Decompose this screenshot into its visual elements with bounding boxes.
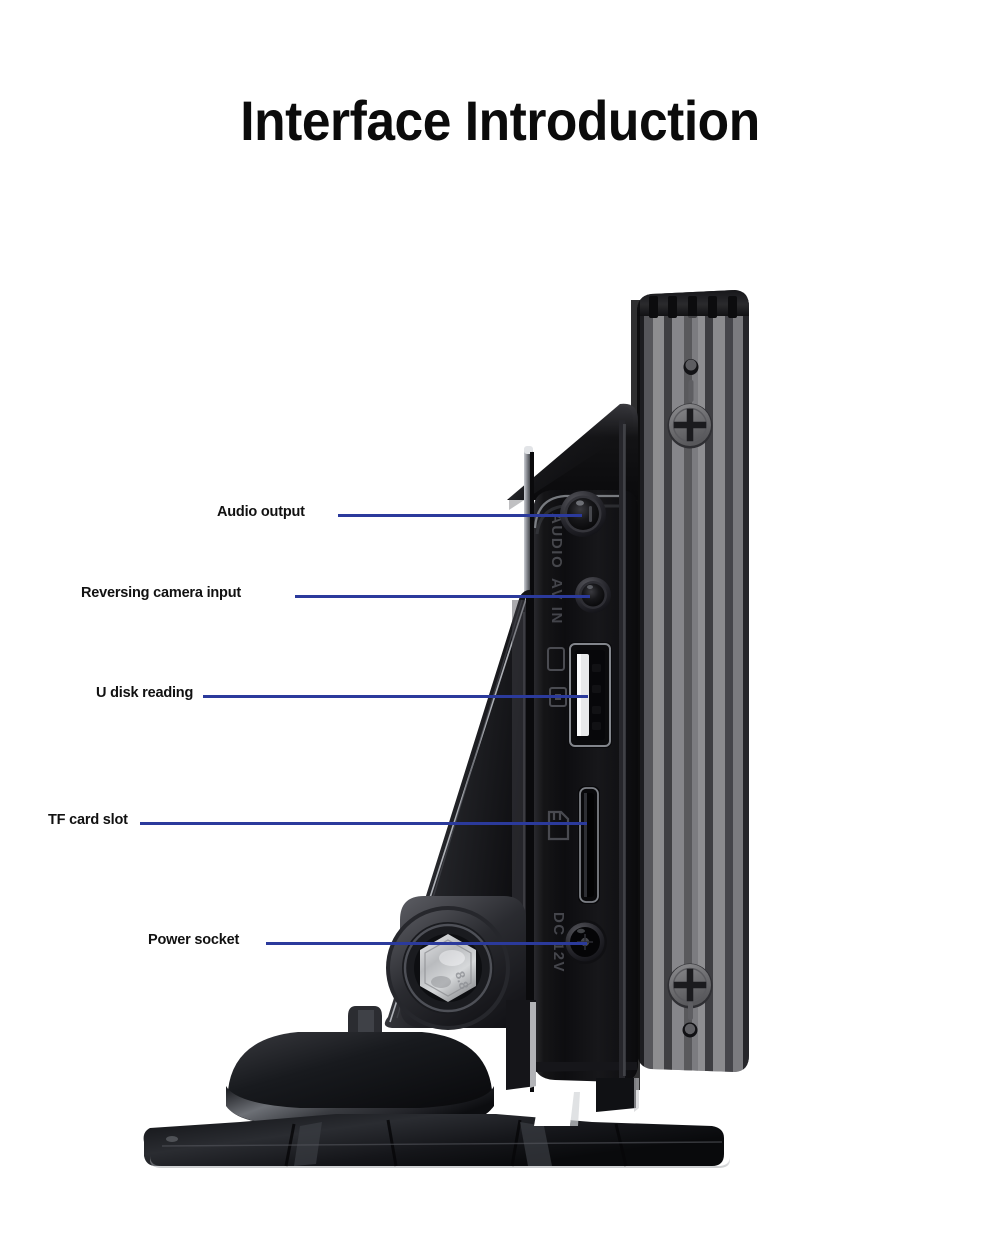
callout-label-tf-card-slot: TF card slot — [48, 812, 128, 828]
callout-label-reversing-camera-input: Reversing camera input — [81, 585, 241, 601]
tf-card-icon — [547, 810, 570, 841]
audio-output-jack — [560, 491, 606, 537]
leader-line-u-disk-reading — [203, 695, 588, 698]
leader-line-tf-card-slot — [140, 822, 587, 825]
screw-top — [667, 403, 713, 449]
mount-base — [143, 1032, 730, 1168]
heatsink-top-vent — [683, 359, 699, 402]
port-label-audio: AUDIO — [548, 513, 565, 569]
screw-bottom — [667, 963, 713, 1009]
heatsink-fins — [637, 290, 749, 1072]
svg-text:8.8: 8.8 — [452, 969, 472, 991]
hex-bolt: 8.8 — [420, 934, 476, 1002]
port-label-avin: AV IN — [548, 578, 565, 625]
heatsink-back-panel — [631, 290, 749, 1090]
leader-line-reversing-camera — [295, 595, 590, 598]
heatsink-bottom-vent — [682, 1002, 698, 1038]
page-title: Interface Introduction — [240, 89, 760, 152]
av-in-jack — [575, 577, 611, 613]
leader-line-power-socket — [266, 942, 587, 945]
callout-label-audio-output: Audio output — [217, 504, 305, 520]
leader-line-audio-output — [338, 514, 582, 517]
tf-card-slot — [578, 786, 600, 904]
callout-label-power-socket: Power socket — [148, 932, 240, 948]
callout-label-u-disk-reading: U disk reading — [96, 685, 194, 701]
